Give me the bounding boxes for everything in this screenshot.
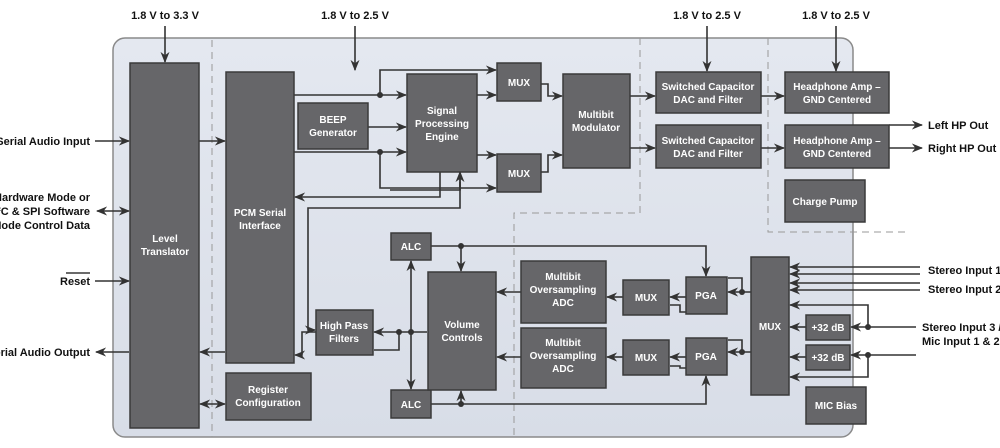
svg-text:MUX: MUX (508, 169, 531, 180)
svg-text:1.8 V to 2.5 V: 1.8 V to 2.5 V (321, 10, 390, 22)
svg-text:Stereo Input 2: Stereo Input 2 (928, 284, 1000, 296)
svg-text:Register: Register (248, 385, 288, 396)
svg-text:DAC and Filter: DAC and Filter (673, 95, 743, 106)
svg-text:Translator: Translator (141, 247, 189, 258)
svg-text:DAC and Filter: DAC and Filter (673, 149, 743, 160)
adc-mux-bottom-block: MUX (622, 339, 670, 376)
svg-text:Processing: Processing (415, 119, 469, 130)
svg-text:BEEP: BEEP (319, 115, 347, 126)
alc-top-block: ALC (390, 232, 432, 261)
mic-bias-block: MIC Bias (805, 386, 867, 425)
svg-text:Switched Capacitor: Switched Capacitor (662, 136, 755, 147)
svg-text:GND Centered: GND Centered (803, 149, 871, 160)
svg-text:I²C & SPI Software: I²C & SPI Software (0, 206, 90, 218)
svg-text:PCM Serial: PCM Serial (234, 208, 286, 219)
svg-text:PGA: PGA (695, 291, 717, 302)
svg-text:+32 dB: +32 dB (811, 353, 844, 364)
svg-text:Serial Audio Input: Serial Audio Input (0, 136, 90, 148)
svg-text:Switched Capacitor: Switched Capacitor (662, 82, 755, 93)
svg-text:Charge Pump: Charge Pump (792, 197, 857, 208)
svg-text:MUX: MUX (635, 293, 658, 304)
pga-top-block: PGA (685, 276, 728, 315)
svg-text:Reset: Reset (60, 276, 90, 288)
svg-text:Oversampling: Oversampling (530, 285, 597, 296)
alc-bottom-block: ALC (390, 389, 432, 419)
volume-controls-block: Volume Controls (427, 271, 497, 391)
svg-text:Configuration: Configuration (235, 398, 301, 409)
svg-text:ALC: ALC (401, 242, 422, 253)
svg-text:Hardware Mode or: Hardware Mode or (0, 192, 91, 204)
svg-text:Generator: Generator (309, 128, 357, 139)
svg-text:ADC: ADC (552, 364, 574, 375)
svg-text:MUX: MUX (508, 78, 531, 89)
pga-bottom-block: PGA (685, 337, 728, 376)
svg-text:Volume: Volume (444, 320, 480, 331)
svg-text:Headphone Amp –: Headphone Amp – (793, 82, 881, 93)
headphone-amp-left-block: Headphone Amp – GND Centered (784, 71, 890, 114)
svg-text:Headphone Amp –: Headphone Amp – (793, 136, 881, 147)
svg-text:Left HP Out: Left HP Out (928, 120, 989, 132)
multibit-modulator-block: Multibit Modulator (562, 73, 631, 169)
level-translator-block: Level Translator (129, 62, 200, 429)
svg-text:MUX: MUX (635, 353, 658, 364)
input-mux-block: MUX (750, 256, 790, 396)
adc-mux-top-block: MUX (622, 279, 670, 316)
svg-text:1.8 V to 2.5 V: 1.8 V to 2.5 V (673, 10, 742, 22)
svg-text:Multibit: Multibit (578, 110, 614, 121)
signal-wires (198, 65, 924, 409)
svg-text:PGA: PGA (695, 352, 717, 363)
svg-text:Stereo Input 1: Stereo Input 1 (928, 265, 1000, 277)
headphone-amp-right-block: Headphone Amp – GND Centered (784, 124, 890, 169)
svg-text:Serial Audio Output: Serial Audio Output (0, 347, 90, 359)
svg-text:High Pass: High Pass (320, 321, 369, 332)
signal-processing-engine-block: Signal Processing Engine (406, 73, 478, 173)
svg-text:MIC Bias: MIC Bias (815, 401, 858, 412)
svg-text:Multibit: Multibit (545, 338, 581, 349)
svg-text:Multibit: Multibit (545, 272, 581, 283)
svg-text:Right HP Out: Right HP Out (928, 143, 997, 155)
power-domain-dividers (211, 38, 905, 437)
svg-text:ADC: ADC (552, 298, 574, 309)
dac-right-block: Switched Capacitor DAC and Filter (655, 124, 762, 169)
pcm-serial-interface-block: PCM Serial Interface (225, 71, 295, 364)
left-io-labels: Serial Audio Input Hardware Mode or I²C … (0, 136, 131, 359)
right-io-labels: Left HP Out Right HP Out Stereo Input 1 … (922, 120, 1000, 348)
svg-text:Mode Control Data: Mode Control Data (0, 220, 91, 232)
svg-text:Signal: Signal (427, 106, 457, 117)
svg-text:GND Centered: GND Centered (803, 95, 871, 106)
register-configuration-block: Register Configuration (225, 372, 312, 421)
mic-gain-top-block: +32 dB (805, 314, 851, 341)
supply-labels: 1.8 V to 3.3 V 1.8 V to 2.5 V 1.8 V to 2… (131, 10, 871, 73)
dac-left-block: Switched Capacitor DAC and Filter (655, 71, 762, 114)
svg-text:1.8 V to 2.5 V: 1.8 V to 2.5 V (802, 10, 871, 22)
svg-text:Filters: Filters (329, 334, 359, 345)
charge-pump-block: Charge Pump (784, 179, 866, 223)
svg-text:Level: Level (152, 234, 178, 245)
adc-top-block: Multibit Oversampling ADC (520, 260, 607, 324)
high-pass-filters-block: High Pass Filters (315, 309, 374, 356)
junction-dots (377, 92, 871, 407)
svg-text:Oversampling: Oversampling (530, 351, 597, 362)
svg-text:Controls: Controls (441, 333, 483, 344)
dac-mux-top-block: MUX (496, 62, 542, 102)
svg-text:ALC: ALC (401, 400, 422, 411)
adc-bottom-block: Multibit Oversampling ADC (520, 327, 607, 389)
svg-text:Interface: Interface (239, 221, 281, 232)
svg-text:+32 dB: +32 dB (811, 323, 844, 334)
svg-text:Stereo Input 3 /: Stereo Input 3 / (922, 322, 1000, 334)
mic-gain-bottom-block: +32 dB (805, 344, 851, 371)
svg-text:Mic Input 1 & 2: Mic Input 1 & 2 (922, 336, 1000, 348)
svg-text:Modulator: Modulator (572, 123, 620, 134)
dac-mux-bottom-block: MUX (496, 153, 542, 193)
svg-text:1.8 V to 3.3 V: 1.8 V to 3.3 V (131, 10, 200, 22)
svg-text:MUX: MUX (759, 322, 782, 333)
svg-text:Engine: Engine (425, 132, 459, 143)
beep-generator-block: BEEP Generator (297, 102, 369, 150)
